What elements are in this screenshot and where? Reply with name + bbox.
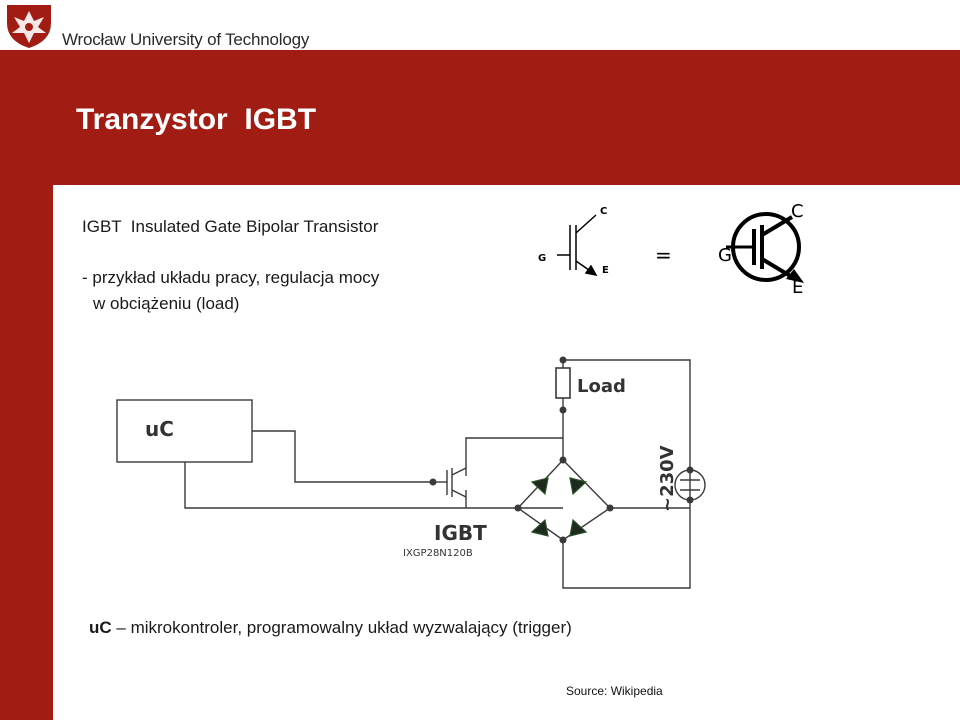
bridge-diodes xyxy=(530,477,588,537)
footnote: uC – mikrokontroler, programowalny układ… xyxy=(89,618,572,638)
igbt-circuit-diagram: uC Load IGBT IXGP28N120B ~230V xyxy=(116,356,706,589)
load-resistor xyxy=(555,367,571,399)
title-band xyxy=(53,50,960,185)
equals-sign: = xyxy=(655,243,672,267)
igbt-symbol-circle xyxy=(726,212,801,282)
intro-text: IGBT Insulated Gate Bipolar Transistor xyxy=(82,217,379,236)
symbol-left-e-label: E xyxy=(602,265,609,276)
slide-title: Tranzystor IGBT xyxy=(76,103,317,136)
university-name: Wrocław University of Technology xyxy=(62,30,310,49)
university-logo xyxy=(7,5,51,48)
ac-source xyxy=(674,469,706,501)
voltage-label: ~230V xyxy=(657,445,678,512)
source-note: Source: Wikipedia xyxy=(566,684,663,698)
footnote-text: – mikrokontroler, programowalny układ wy… xyxy=(111,618,572,637)
bullet-line-2: w obciążeniu (load) xyxy=(93,294,240,313)
symbol-left-g-label: G xyxy=(538,253,546,264)
footnote-term: uC xyxy=(89,618,112,637)
igbt-label: IGBT xyxy=(434,521,487,545)
igbt-device xyxy=(433,467,467,498)
symbol-left-c-label: C xyxy=(600,206,607,217)
left-brand-bar xyxy=(0,50,53,720)
uc-box xyxy=(116,399,253,463)
symbol-right-e-label: E xyxy=(792,277,803,298)
igbt-symbols: C G E = C G E xyxy=(538,201,804,298)
symbol-right-g-label: G xyxy=(718,245,732,266)
symbol-right-c-label: C xyxy=(791,201,804,222)
bullet-line-1: - przykład układu pracy, regulacja mocy xyxy=(82,268,380,287)
igbt-symbol-simple xyxy=(557,214,598,277)
load-label: Load xyxy=(577,376,626,397)
igbt-part-label: IXGP28N120B xyxy=(403,548,473,559)
uc-label: uC xyxy=(145,417,174,441)
